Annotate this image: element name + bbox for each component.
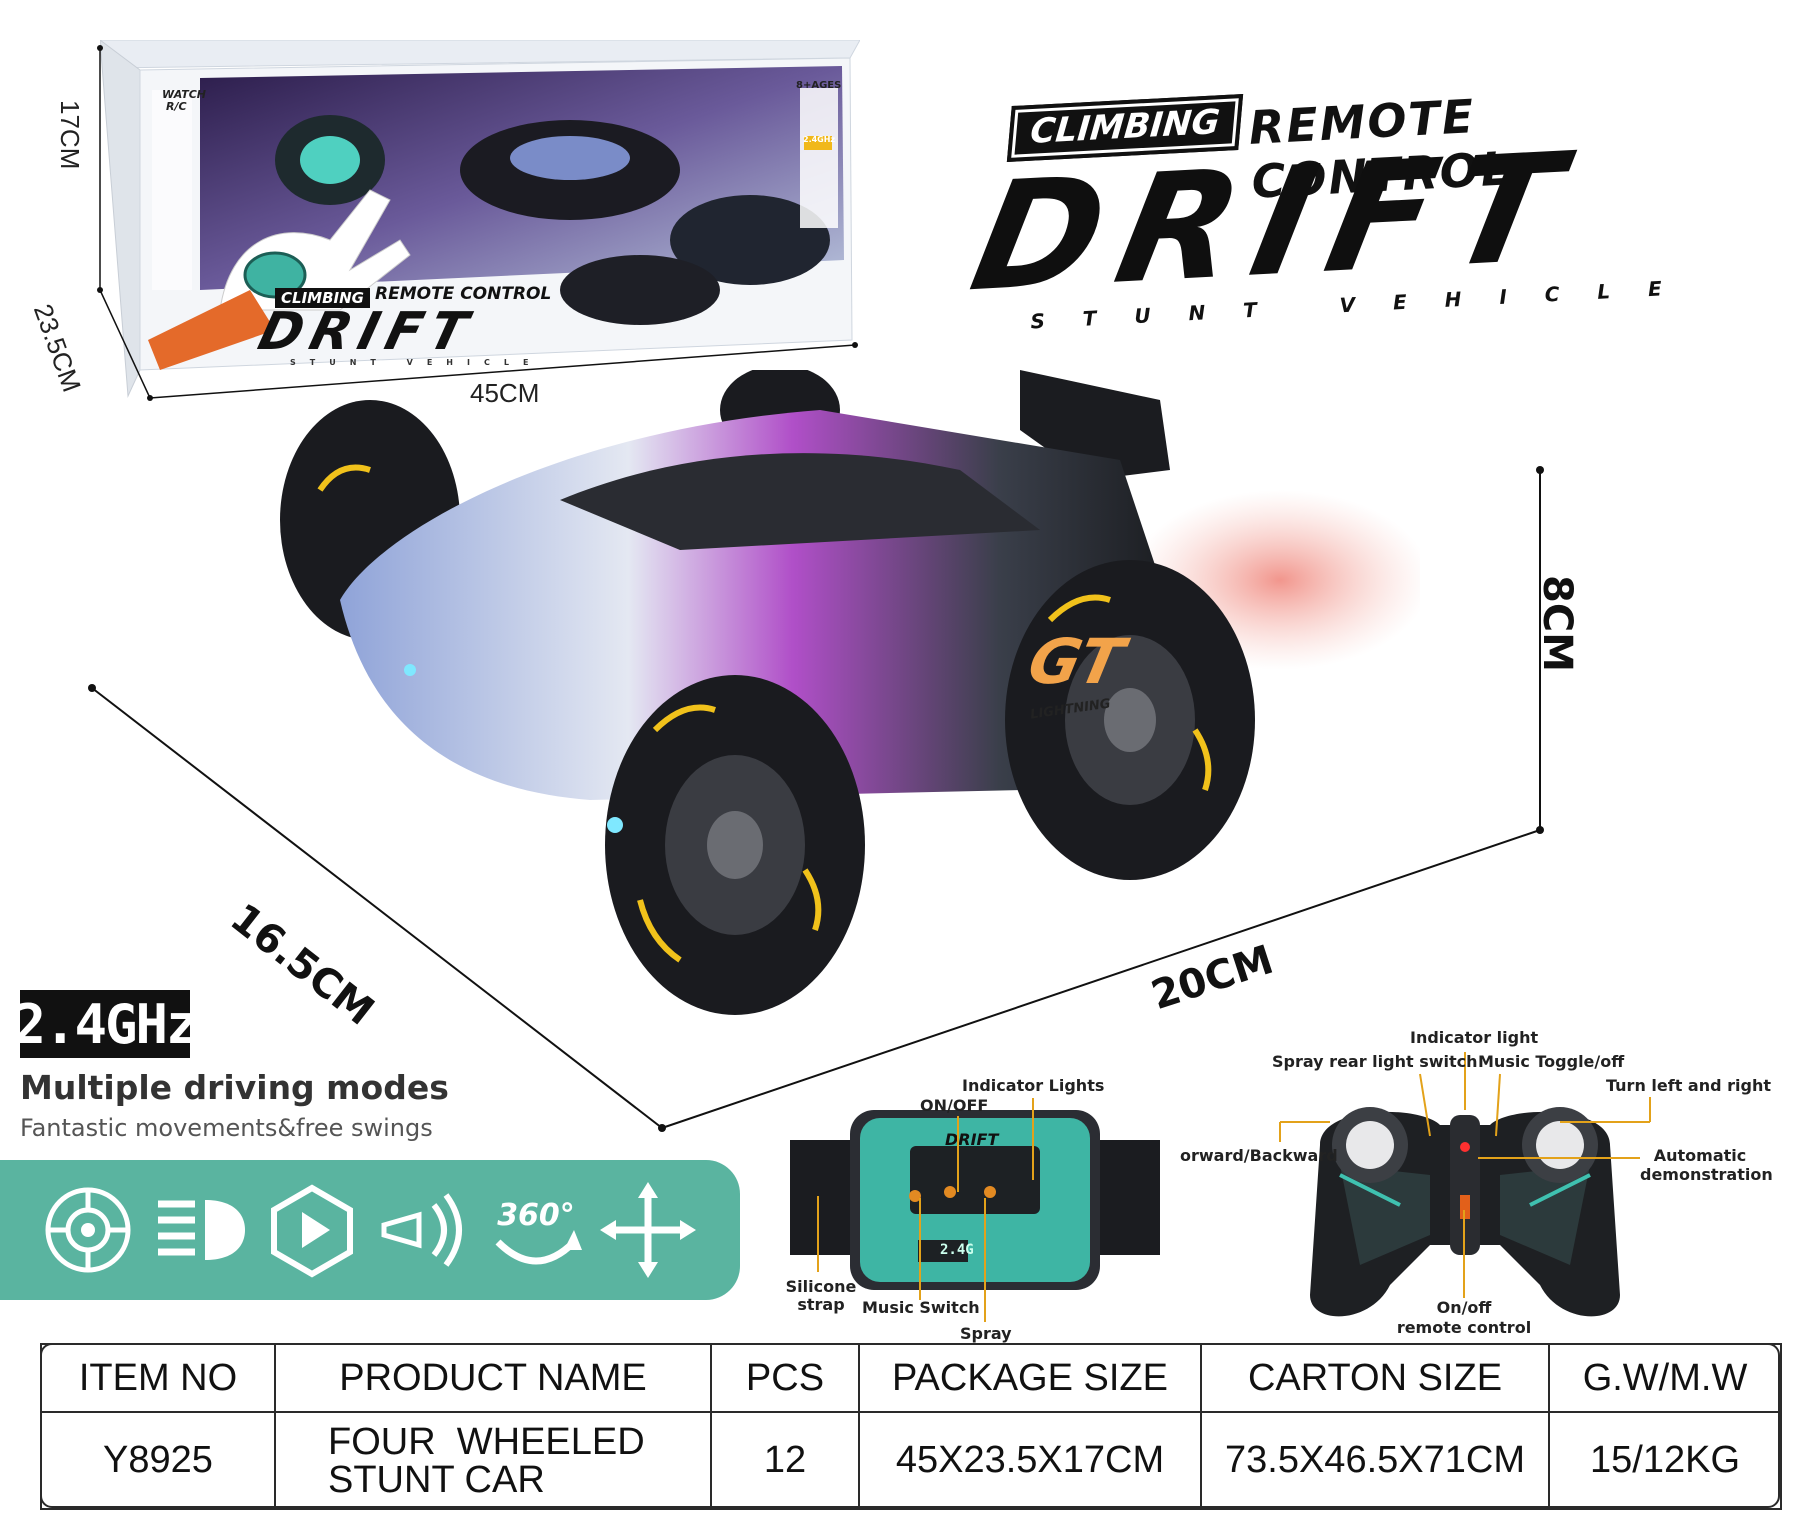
multi-direction-icon (600, 1182, 696, 1278)
package-box-image: WATCH R/C 8+AGES 2.4GHz CLIMBING REMOTE … (99, 38, 861, 400)
callout-indicator-light: Indicator light (1410, 1028, 1539, 1047)
callout-music-switch: Music Switch (862, 1298, 980, 1317)
callout-turn: Turn left and right (1606, 1076, 1771, 1095)
box-freq-tag: 2.4GHz (803, 135, 836, 144)
header-product-name: PRODUCT NAME (274, 1343, 712, 1413)
frequency-badge: 2.4GHz (13, 990, 199, 1058)
rotate-360-label: 360° (497, 1198, 575, 1233)
spec-table-header: ITEM NO PRODUCT NAME PCS PACKAGE SIZE CA… (40, 1343, 1782, 1413)
box-rc-label: R/C (166, 100, 187, 113)
feature-icon-band: 360° (0, 1160, 740, 1300)
callout-on-off-2: remote control (1396, 1318, 1532, 1337)
cell-product-name: FOUR WHEELED STUNT CAR (274, 1411, 712, 1510)
spec-table: ITEM NO PRODUCT NAME PCS PACKAGE SIZE CA… (40, 1343, 1782, 1510)
box-remote-label: REMOTE CONTROL (375, 284, 552, 304)
callout-forward-backward: orward/Backward (1180, 1146, 1338, 1165)
modes-title: Multiple driving modes (20, 1068, 449, 1107)
play-hexagon-icon (271, 1184, 353, 1278)
box-width-dim: 45CM (470, 378, 540, 408)
sound-icon (381, 1193, 462, 1267)
cell-item-no: Y8925 (40, 1411, 276, 1510)
stunt-car-image: GT LIGHTNING (260, 365, 1430, 1060)
box-brand-label: WATCH (162, 88, 206, 101)
cell-carton-size: 73.5X46.5X71CM (1200, 1411, 1550, 1510)
callout-on-off-1: On/off (1436, 1298, 1492, 1317)
rotate-360-icon: 360° (495, 1198, 582, 1265)
cell-weight: 15/12KG (1548, 1411, 1782, 1510)
table-row: Y8925 FOUR WHEELED STUNT CAR 12 45X23.5X… (40, 1411, 1782, 1510)
header-carton-size: CARTON SIZE (1200, 1343, 1550, 1413)
callout-spray: Spray (960, 1324, 1012, 1343)
header-pcs: PCS (710, 1343, 860, 1413)
box-climbing-label: CLIMBING (275, 288, 370, 308)
box-age-label: 8+AGES (796, 80, 842, 91)
callout-on-off: ON/OFF (920, 1096, 989, 1115)
car-dimension-lines (88, 466, 1544, 1132)
product-name-line-1: FOUR WHEELED (328, 1420, 645, 1463)
callout-indicator-lights: Indicator Lights (962, 1076, 1105, 1095)
header-item-no: ITEM NO (40, 1343, 276, 1413)
headlight-icon (158, 1200, 245, 1260)
watch-callout-lines (817, 1098, 1034, 1322)
callout-silicone-strap: Silicone strap (785, 1277, 857, 1314)
modes-subtitle: Fantastic movements&free swings (20, 1114, 433, 1142)
wheel-icon (45, 1187, 131, 1273)
header-package-size: PACKAGE SIZE (858, 1343, 1202, 1413)
callout-spray-switch: Spray rear light switch (1272, 1052, 1478, 1071)
callout-auto-demo-2: demonstration (1640, 1165, 1773, 1184)
watch-freq: 2.4G (940, 1242, 974, 1258)
header-weight: G.W/M.W (1548, 1343, 1782, 1413)
box-stunt-label: STUNT VEHICLE (290, 358, 543, 367)
callout-music-toggle: Music Toggle/off (1478, 1052, 1625, 1071)
product-name-line-2: STUNT CAR (328, 1458, 545, 1501)
cell-package-size: 45X23.5X17CM (858, 1411, 1202, 1510)
handheld-callout-lines (1279, 1052, 1651, 1298)
cell-pcs: 12 (710, 1411, 860, 1510)
callout-auto-demo-1: Automatic (1653, 1146, 1747, 1165)
box-dimension-lines (97, 45, 858, 401)
